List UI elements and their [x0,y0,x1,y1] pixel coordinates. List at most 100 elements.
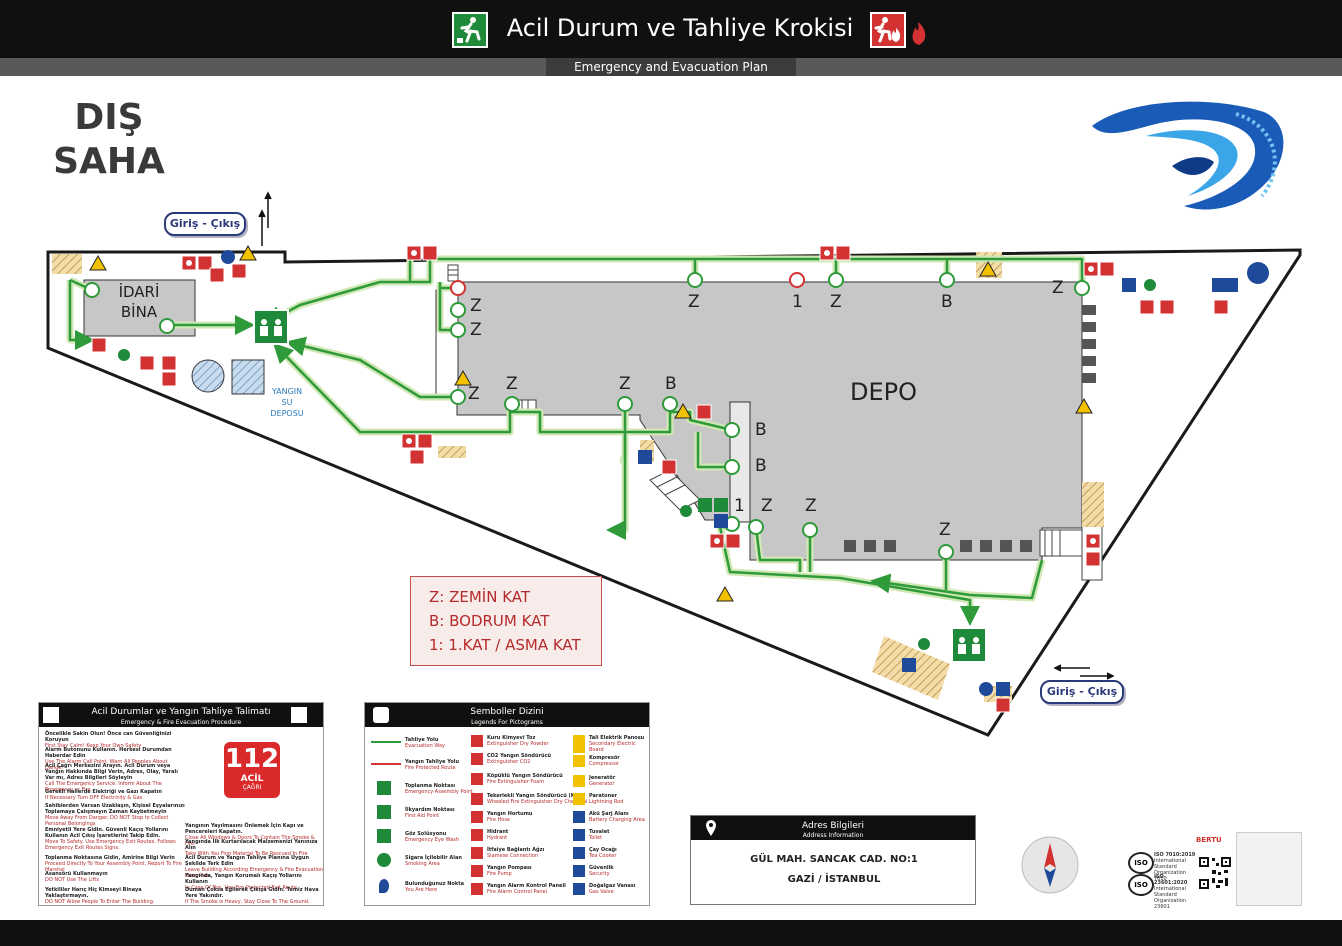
running-man-exit-icon [452,12,488,48]
floor-marker: Z [468,384,480,404]
page-title: Acil Durum ve Tahliye Krokisi [506,14,854,42]
fire-equipment-icons [91,245,1229,713]
hatched-area [1082,482,1104,527]
floor-marker: Z [470,320,482,340]
water-tank-label-1: YANGIN [271,387,303,396]
instruction-item: Yangında, Yangın Korumalı Kaçış Yolların… [185,873,302,891]
warning-triangle-icons [89,244,1093,602]
address-header: Adres Bilgileri Address Information [691,816,975,840]
admin-building-label: İDARİ BİNA [84,282,194,322]
fire-route-icon [371,763,401,765]
floor-marker: Z [688,292,700,312]
water-tank-label: YANGIN SU DEPOSU [262,386,312,419]
symbols-title: Semboller Dizini [470,707,544,717]
you-are-here-icon [379,879,389,893]
qr-code-icon [1198,856,1232,890]
floor-marker: Z [470,296,482,316]
instruction-item: Toplanma Noktasına Gidin, Amirine Bilgi … [45,855,182,873]
floor-marker: B [665,374,677,394]
floor-legend: Z: ZEMİN KAT B: BODRUM KAT 1: 1.KAT / AS… [410,576,602,666]
floor-marker: Z [805,496,817,516]
instruction-item: Yangında İlk Kurtarılacak Malzemenizi Ya… [185,839,318,857]
smoking-area-icon [377,853,391,867]
instruction-item: Gerekli Hallerde Elektriği ve Gazı Kapat… [45,789,162,801]
page-subtitle: Emergency and Evacuation Plan [546,58,796,76]
area-title-line-1: DIŞ [74,97,144,138]
footer-bar [0,920,1342,946]
floor-marker: Z [939,520,951,540]
instruction-item: Sahiblerden Varsan Uzaklaşın, Kişisel Eş… [45,803,185,827]
exit-nodes [84,272,1090,560]
fire-exit-icon [870,12,906,48]
instruction-item: Acil Durum ve Yangın Tahliye Planına Uyg… [185,855,324,879]
badge-text: ACİL [240,774,264,784]
instruction-item: Acil Çağrı Merkezini Arayın. Acil Durum … [45,763,178,793]
assembly-point-icon [253,309,289,345]
symbols-header: Semboller Dizini Legends For Pictograms [365,703,649,727]
instructions-header: Acil Durumlar ve Yangın Tahliye Talimatı… [39,703,323,727]
iso-logo-icon: ISO [1128,874,1154,896]
floor-legend-line: Z: ZEMİN KAT [429,588,531,606]
instruction-item: Yangının Yayılmasını Önlemek İçin Kapı v… [185,823,315,847]
water-tank-label-2: SU [281,398,293,407]
location-pin-icon [706,820,716,836]
address-subtitle: Address Information [802,832,864,839]
water-tank-square [231,359,265,395]
header-bar [0,0,1342,58]
eye-wash-icon [377,829,391,843]
north-arrow-compass-icon [1021,836,1079,894]
floor-legend-line: 1: 1.KAT / ASMA KAT [429,636,581,654]
address-title: Adres Bilgileri [802,821,864,831]
instructions-subtitle: Emergency & Fire Evacuation Procedure [120,719,242,726]
assembly-point-icon [951,627,987,663]
floor-marker: B [941,292,953,312]
water-tank-label-3: DEPOSU [270,409,304,418]
floor-marker: Z [761,496,773,516]
instruction-item: Yetkililer Harıç Hiç Kimseyi Binaya Yakl… [45,887,155,905]
entrance-arrows [258,191,1115,680]
instruction-item: Duman Çoksa Eğilerek Çıkışa Gidin. Temiz… [185,887,319,905]
floor-marker: B [755,456,767,476]
iso-logo-icon: ISO [1128,852,1154,874]
floor-marker: Z [830,292,842,312]
water-tank [191,359,225,393]
symbols-panel: Semboller Dizini Legends For Pictograms … [364,702,650,906]
warehouse-label: DEPO [850,378,918,406]
floor-marker: 1 [734,496,745,516]
badge-number: 112 [224,744,280,774]
floor-marker: Z [619,374,631,394]
entrance-exit-top-button[interactable]: Giriş - Çıkış [164,212,246,236]
area-title-line-2: SAHA [53,141,165,182]
plan-info-block [1236,832,1302,906]
admin-building-label-2: BİNA [120,303,158,321]
people-icon [43,707,59,723]
entrance-exit-bottom-button[interactable]: Giriş - Çıkış [1040,680,1124,704]
floor-marker: Z [506,374,518,394]
floor-marker: B [755,420,767,440]
admin-building-label-1: İDARİ [118,283,160,301]
hatched-area [438,446,466,458]
address-line-1: GÜL MAH. SANCAK CAD. NO:1 [750,854,918,865]
symbol-item: Tekerlekli Yangın Söndürücü (KKT)Wheeled… [471,793,588,805]
badge-sub: ÇAĞRI [242,784,262,791]
